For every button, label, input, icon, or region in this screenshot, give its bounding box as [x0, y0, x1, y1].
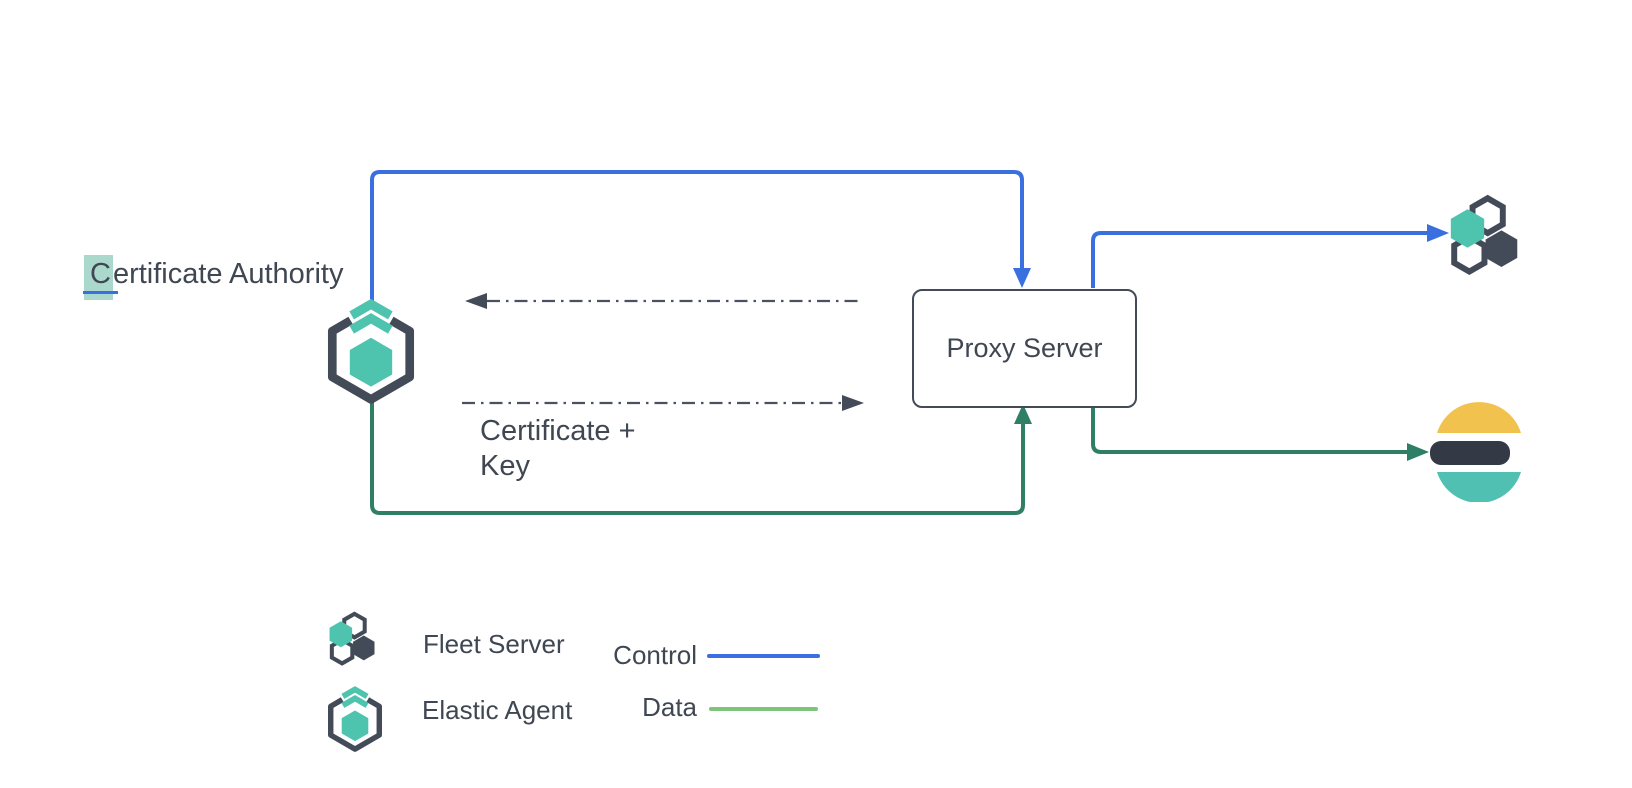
certificate-key-line1: Certificate +	[480, 415, 636, 447]
arrowhead-right-icon	[1407, 443, 1429, 461]
certificate-key-label[interactable]: Certificate + Key	[480, 414, 636, 484]
fleet-server-icon[interactable]	[1438, 190, 1530, 278]
text-cursor-underline	[83, 291, 118, 294]
arrowhead-right-icon	[842, 395, 864, 411]
dashed-edge-agent-to-proxy[interactable]	[462, 395, 864, 411]
certificate-authority-label[interactable]: Certificate Authority	[84, 255, 344, 300]
certificate-key-line2: Key	[480, 450, 530, 482]
control-edge-proxy-to-fleet[interactable]	[1091, 224, 1449, 288]
legend-elastic-agent-label[interactable]: Elastic Agent	[422, 695, 573, 725]
legend-fleet-server-label[interactable]: Fleet Server	[423, 629, 565, 659]
certificate-authority-label-rest: ertificate Authority	[112, 258, 344, 290]
dashed-edge-proxy-to-agent[interactable]	[465, 293, 862, 309]
legend-elastic-agent-icon[interactable]	[323, 683, 387, 752]
arrowhead-down-icon	[1013, 268, 1031, 288]
control-edge-agent-to-proxy[interactable]	[370, 170, 1031, 302]
arrowhead-left-icon	[465, 293, 487, 309]
data-edge-proxy-to-elasticsearch[interactable]	[1091, 405, 1429, 461]
data-edge-agent-to-proxy[interactable]	[370, 398, 1032, 515]
proxy-server-label: Proxy Server	[946, 333, 1103, 363]
legend-fleet-server-icon[interactable]	[321, 608, 383, 668]
legend-data-label[interactable]: Data	[642, 692, 697, 722]
arrowhead-up-icon	[1014, 404, 1032, 424]
legend-data-line-swatch[interactable]	[709, 707, 818, 711]
legend-control-label[interactable]: Control	[613, 640, 697, 670]
elastic-agent-icon[interactable]	[320, 294, 422, 404]
proxy-server-node[interactable]: Proxy Server	[912, 289, 1137, 408]
legend-control-line-swatch[interactable]	[707, 654, 820, 658]
elasticsearch-logo[interactable]	[1430, 402, 1524, 502]
arrowhead-right-icon	[1427, 224, 1449, 242]
